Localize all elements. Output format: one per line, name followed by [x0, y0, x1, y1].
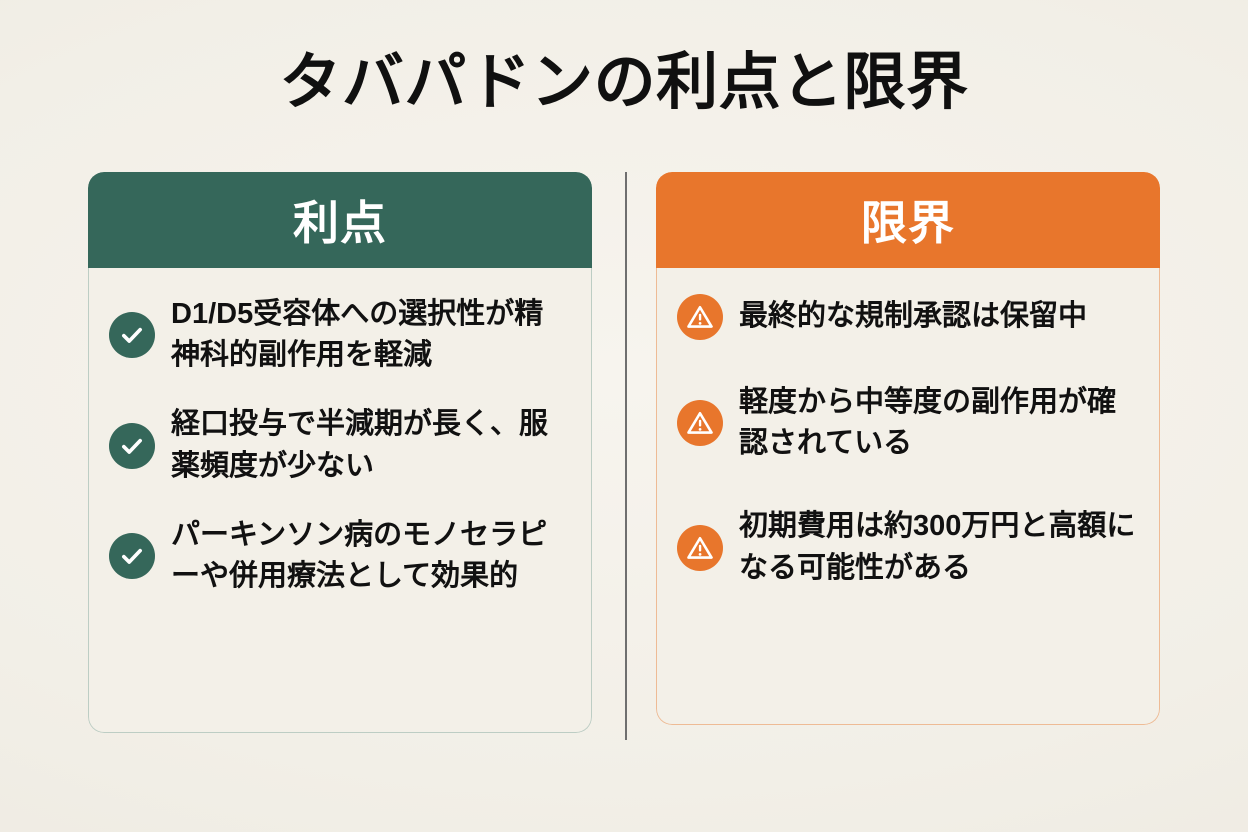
column-divider	[625, 172, 627, 740]
list-item: 初期費用は約300万円と高額になる可能性がある	[677, 506, 1139, 588]
benefits-card-header: 利点	[88, 172, 592, 268]
check-circle-icon	[109, 422, 155, 469]
limit-item-text: 最終的な規制承認は保留中	[739, 300, 1088, 333]
check-circle-icon	[109, 312, 155, 359]
list-item: 最終的な規制承認は保留中	[677, 294, 1139, 340]
limits-card-body: 最終的な規制承認は保留中 軽度から中等度の副作用が確認されている	[656, 268, 1160, 725]
benefit-item-text: D1/D5受容体への選択性が精神科的副作用を軽減	[171, 298, 544, 372]
warning-circle-icon	[677, 294, 723, 340]
benefits-heading: 利点	[293, 197, 387, 249]
limit-item-text: 初期費用は約300万円と高額になる可能性がある	[739, 510, 1136, 584]
limits-card-header: 限界	[656, 172, 1160, 268]
list-item: D1/D5受容体への選択性が精神科的副作用を軽減	[109, 294, 571, 376]
page-title: タバパドンの利点と限界	[279, 48, 969, 117]
benefits-card-body: D1/D5受容体への選択性が精神科的副作用を軽減 経口投与で半減期が長く、服薬頻…	[88, 268, 592, 733]
list-item: 経口投与で半減期が長く、服薬頻度が少ない	[109, 404, 571, 486]
benefit-item-text: 経口投与で半減期が長く、服薬頻度が少ない	[171, 408, 549, 482]
warning-circle-icon	[677, 524, 723, 571]
check-circle-icon	[109, 532, 155, 579]
list-item: 軽度から中等度の副作用が確認されている	[677, 382, 1139, 464]
warning-circle-icon	[677, 400, 723, 447]
benefit-item-text: パーキンソン病のモノセラピーや併用療法として効果的	[171, 518, 548, 592]
benefits-card: 利点 D1/D5受容体への選択性が精神科的副作用を軽減 経口投与で半減期が長く、…	[88, 172, 592, 733]
limits-heading: 限界	[861, 197, 955, 249]
limits-card: 限界 最終的な規制承認は保留中	[656, 172, 1160, 725]
list-item: パーキンソン病のモノセラピーや併用療法として効果的	[109, 515, 571, 597]
limit-item-text: 軽度から中等度の副作用が確認されている	[739, 386, 1117, 460]
